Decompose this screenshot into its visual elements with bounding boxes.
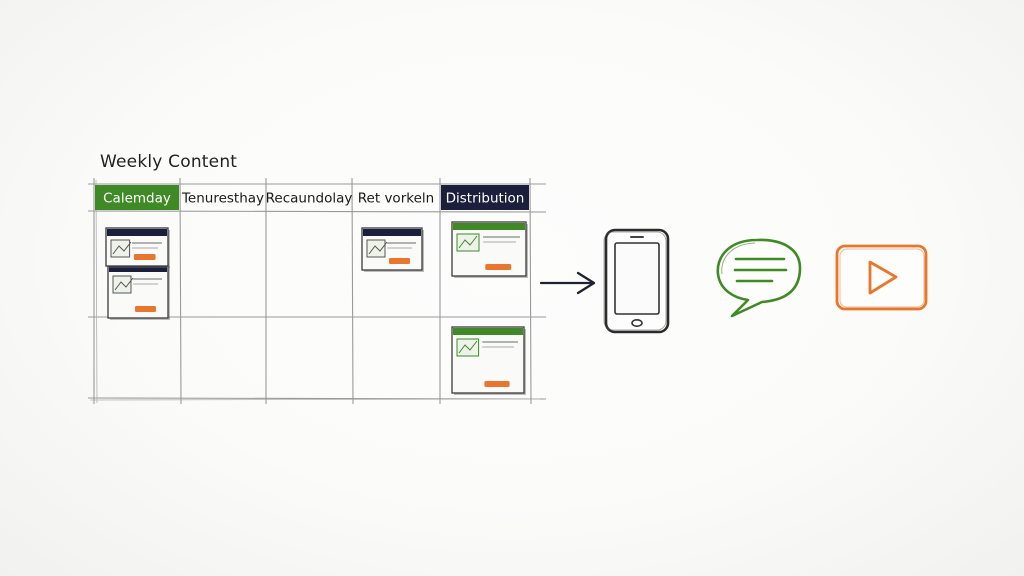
card-stack-calendar	[105, 227, 170, 320]
video-play-icon	[835, 244, 928, 311]
column-header-0: Calemday	[95, 185, 179, 210]
header-fill	[95, 185, 179, 210]
content-cards	[105, 221, 528, 395]
grid-lines	[87, 177, 547, 405]
column-header-2: Recaundolay	[266, 191, 353, 207]
chat-bubble-icon	[716, 238, 802, 318]
content-card	[107, 263, 170, 320]
column-header-label: Calemday	[103, 191, 171, 207]
column-header-label: Recaundolay	[266, 191, 353, 207]
grid-line	[179, 177, 182, 405]
grid-line	[95, 179, 98, 404]
content-card	[105, 227, 170, 268]
column-header-label: Distribution	[446, 191, 525, 207]
column-header-4: Distribution	[441, 185, 529, 210]
mobile-phone-icon	[603, 228, 670, 334]
content-card	[451, 326, 526, 395]
grid-line	[89, 398, 541, 401]
diagram-title: Weekly Content	[100, 152, 238, 172]
column-header-1: Tenuresthay	[181, 191, 264, 207]
grid-line	[87, 210, 547, 213]
content-card	[451, 221, 528, 278]
column-header-label: Ret vorkeln	[358, 191, 434, 207]
flow-arrow	[539, 271, 596, 295]
grid-line	[529, 177, 532, 405]
content-card	[361, 227, 424, 272]
column-header-label: Tenuresthay	[181, 191, 264, 207]
grid-line	[351, 177, 354, 405]
header-fill	[441, 185, 529, 210]
column-header-3: Ret vorkeln	[358, 191, 434, 207]
